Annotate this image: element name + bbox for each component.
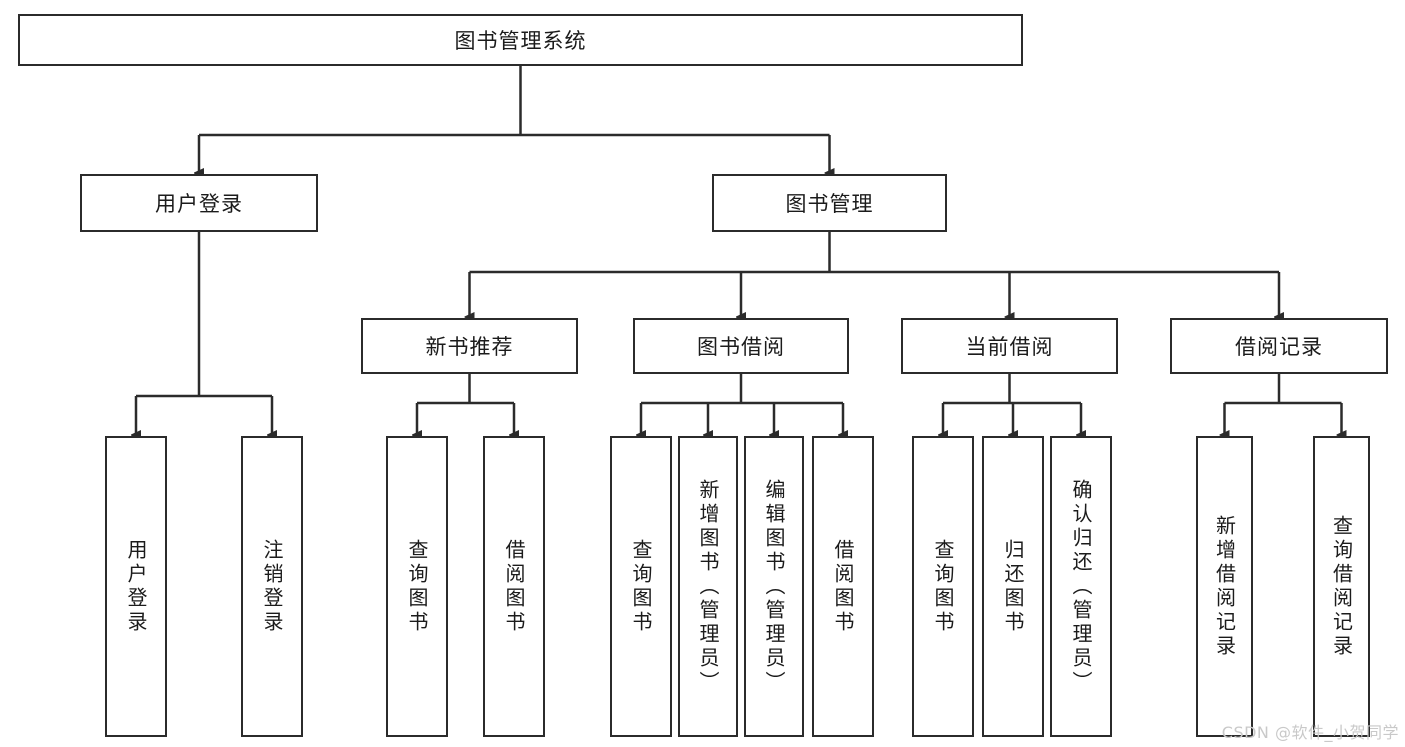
node-leaf-return-book[interactable]: 归还图书 <box>982 436 1044 737</box>
node-label: 借阅记录 <box>1235 335 1323 359</box>
node-leaf-confirm-return[interactable]: 确认归还（管理员） <box>1050 436 1112 737</box>
node-label: 新增图书（管理员） <box>696 478 720 695</box>
node-label: 用户登录 <box>124 538 148 635</box>
node-label: 图书管理 <box>785 192 874 216</box>
node-label: 图书管理系统 <box>454 29 587 53</box>
node-label: 新书推荐 <box>425 335 514 359</box>
csdn-watermark: CSDN @软件_小贺同学 <box>1221 723 1399 742</box>
node-label: 编辑图书（管理员） <box>762 478 786 695</box>
node-book-borrow[interactable]: 图书借阅 <box>633 318 849 374</box>
node-label: 注销登录 <box>260 538 284 635</box>
node-book-manage[interactable]: 图书管理 <box>712 174 947 232</box>
node-leaf-add-record[interactable]: 新增借阅记录 <box>1196 436 1253 737</box>
node-leaf-query-record[interactable]: 查询借阅记录 <box>1313 436 1370 737</box>
node-label: 确认归还（管理员） <box>1069 478 1093 695</box>
node-user-login[interactable]: 用户登录 <box>80 174 318 232</box>
node-leaf-edit-book[interactable]: 编辑图书（管理员） <box>744 436 804 737</box>
node-label: 查询图书 <box>629 538 653 635</box>
node-label: 借阅图书 <box>831 538 855 635</box>
node-leaf-user-logout[interactable]: 注销登录 <box>241 436 303 737</box>
node-label: 图书借阅 <box>697 335 785 359</box>
node-new-book-rec[interactable]: 新书推荐 <box>361 318 578 374</box>
node-label: 查询借阅记录 <box>1329 514 1354 659</box>
node-label: 借阅图书 <box>502 538 526 635</box>
node-root[interactable]: 图书管理系统 <box>18 14 1023 66</box>
node-leaf-query-book-2[interactable]: 查询图书 <box>610 436 672 737</box>
node-label: 查询图书 <box>931 538 955 635</box>
node-leaf-borrow-book-1[interactable]: 借阅图书 <box>483 436 545 737</box>
node-leaf-query-book-3[interactable]: 查询图书 <box>912 436 974 737</box>
node-label: 归还图书 <box>1001 538 1025 635</box>
node-leaf-query-book-1[interactable]: 查询图书 <box>386 436 448 737</box>
node-label: 新增借阅记录 <box>1212 514 1237 659</box>
node-label: 用户登录 <box>155 192 243 216</box>
node-label: 当前借阅 <box>965 335 1054 359</box>
node-label: 查询图书 <box>405 538 429 635</box>
node-leaf-user-login[interactable]: 用户登录 <box>105 436 167 737</box>
node-leaf-borrow-book-2[interactable]: 借阅图书 <box>812 436 874 737</box>
node-borrow-record[interactable]: 借阅记录 <box>1170 318 1388 374</box>
node-current-borrow[interactable]: 当前借阅 <box>901 318 1118 374</box>
node-leaf-add-book[interactable]: 新增图书（管理员） <box>678 436 738 737</box>
